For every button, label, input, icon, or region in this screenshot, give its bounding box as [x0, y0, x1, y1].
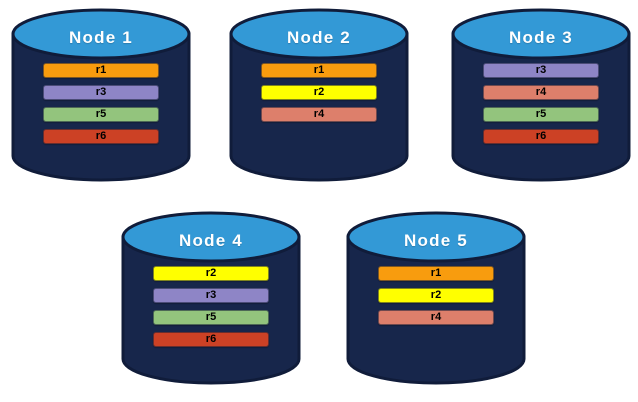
replica-bar[interactable]: r3 [153, 288, 269, 303]
replica-bar[interactable]: r1 [43, 63, 159, 78]
replica-label: r3 [95, 86, 107, 98]
replica-label: r1 [430, 267, 442, 279]
replica-label: r3 [535, 64, 547, 76]
replica-label: r1 [95, 64, 107, 76]
replica-label: r6 [95, 130, 107, 142]
replica-bar[interactable]: r2 [378, 288, 494, 303]
replica-label: r4 [535, 86, 547, 98]
replica-stack: r1 r3 r5 r6 [43, 63, 159, 151]
replica-bar[interactable]: r2 [153, 266, 269, 281]
cylinder-top-ellipse [346, 211, 526, 263]
cylinder-top-ellipse [11, 8, 191, 60]
replica-label: r4 [430, 311, 442, 323]
replica-label: r3 [205, 289, 217, 301]
cylinder-top-ellipse [451, 8, 631, 60]
replica-label: r5 [205, 311, 217, 323]
replica-bar[interactable]: r4 [378, 310, 494, 325]
replica-label: r4 [313, 108, 325, 120]
replica-bar[interactable]: r2 [261, 85, 377, 100]
replica-stack: r1 r2 r4 [261, 63, 377, 129]
cylinder-top-ellipse [229, 8, 409, 60]
replica-label: r2 [313, 86, 325, 98]
replica-bar[interactable]: r4 [261, 107, 377, 122]
replica-label: r1 [313, 64, 325, 76]
replica-bar[interactable]: r6 [153, 332, 269, 347]
replica-label: r5 [95, 108, 107, 120]
replica-label: r6 [535, 130, 547, 142]
replica-bar[interactable]: r5 [483, 107, 599, 122]
replica-stack: r3 r4 r5 r6 [483, 63, 599, 151]
replica-label: r5 [535, 108, 547, 120]
replica-bar[interactable]: r6 [43, 129, 159, 144]
replica-bar[interactable]: r3 [483, 63, 599, 78]
replica-label: r6 [205, 333, 217, 345]
replica-bar[interactable]: r1 [261, 63, 377, 78]
replica-stack: r2 r3 r5 r6 [153, 266, 269, 354]
replica-stack: r1 r2 r4 [378, 266, 494, 332]
replica-bar[interactable]: r1 [378, 266, 494, 281]
cylinder-top-ellipse [121, 211, 301, 263]
replica-bar[interactable]: r5 [153, 310, 269, 325]
replica-bar[interactable]: r4 [483, 85, 599, 100]
replica-bar[interactable]: r6 [483, 129, 599, 144]
replica-bar[interactable]: r5 [43, 107, 159, 122]
replica-label: r2 [430, 289, 442, 301]
replica-label: r2 [205, 267, 217, 279]
replica-bar[interactable]: r3 [43, 85, 159, 100]
